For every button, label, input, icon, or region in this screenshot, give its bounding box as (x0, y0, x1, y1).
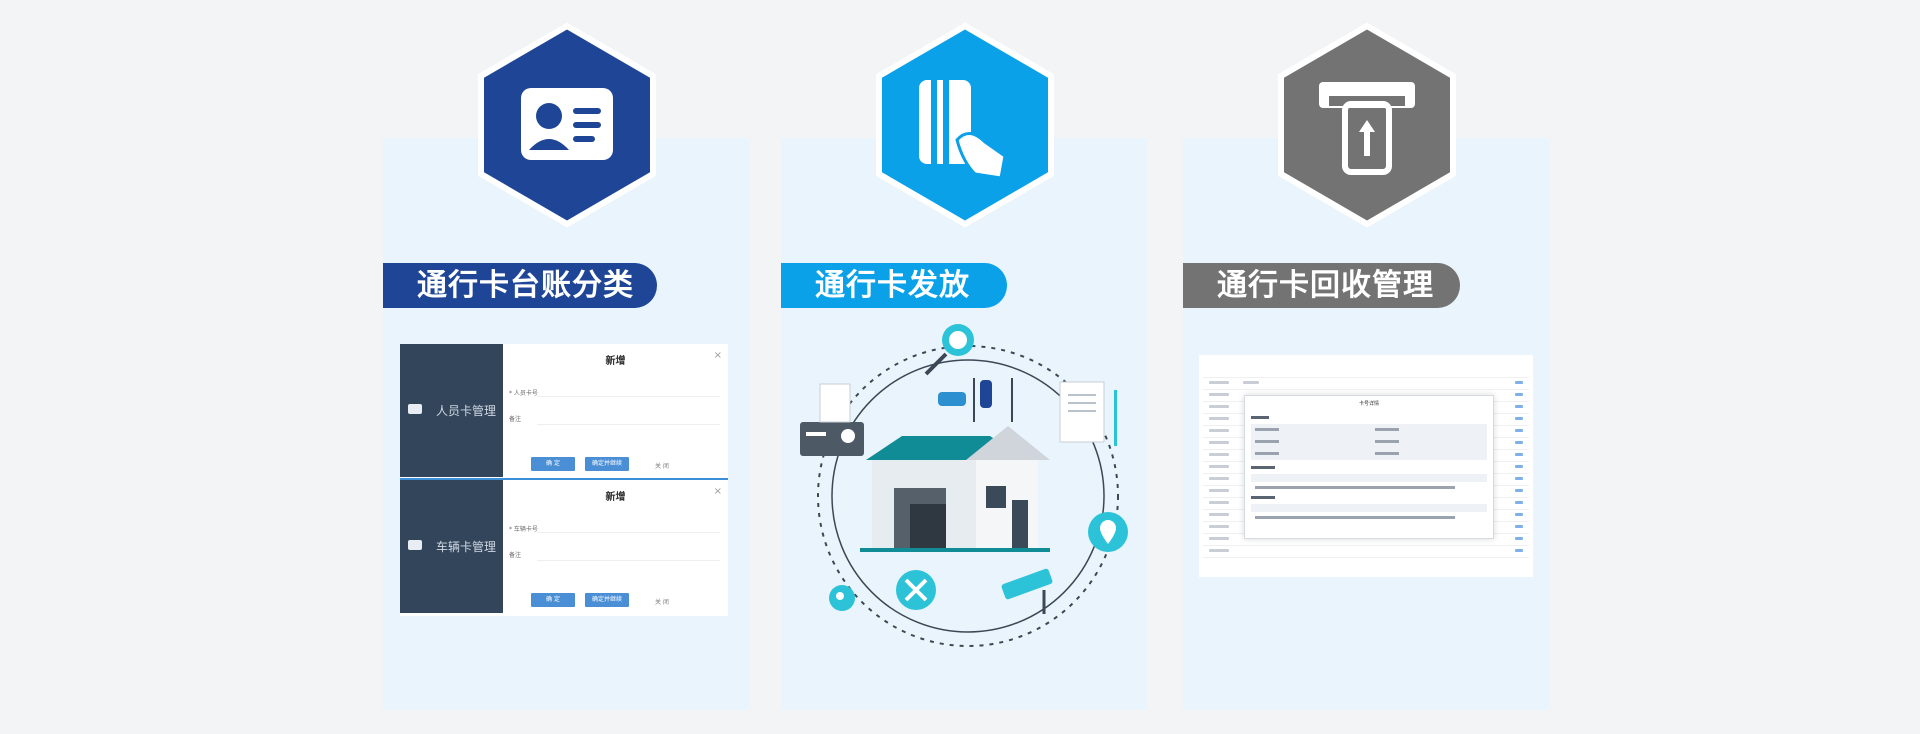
sidebar-menu: 人员卡管理 (400, 344, 503, 477)
car-icon (938, 392, 966, 406)
person-card-icon (408, 404, 422, 414)
location-pin-icon (1088, 512, 1128, 552)
close-button[interactable]: 关 闭 (655, 599, 669, 606)
house-icon (860, 426, 1050, 552)
search-icon (924, 324, 974, 376)
dialog-title: 新增 (605, 492, 626, 503)
form-row-person: 人员卡管理 新增 × * 人员卡号 备注 确 定 确定并继续 关 闭 (400, 344, 728, 477)
close-icon[interactable]: × (713, 350, 722, 361)
field-label: * 车辆卡号 (509, 526, 538, 533)
confirm-button[interactable]: 确 定 (531, 593, 575, 607)
dialog: 新增 × * 人员卡号 备注 确 定 确定并继续 关 闭 (503, 344, 728, 477)
remark-input[interactable] (537, 560, 720, 561)
card-title-issue: 通行卡发放 (781, 263, 1007, 308)
card-number-input[interactable] (537, 532, 720, 533)
sidebar-menu: 车辆卡管理 (400, 480, 503, 613)
remark-input[interactable] (537, 424, 720, 425)
card-title-ledger: 通行卡台账分类 (383, 263, 657, 308)
card-title-recycle: 通行卡回收管理 (1183, 263, 1460, 308)
card-number-input[interactable] (537, 396, 720, 397)
remark-label: 备注 (509, 552, 522, 559)
orbit-circle (817, 345, 1119, 647)
menu-label[interactable]: 人员卡管理 (436, 404, 497, 418)
confirm-continue-button[interactable]: 确定并继续 (585, 457, 629, 471)
camera-icon (1001, 568, 1053, 614)
smart-home-illustration (800, 324, 1128, 647)
detail-modal: 卡号详情 (1244, 395, 1494, 539)
dialog: 新增 × * 车辆卡号 备注 确 定 确定并继续 关 闭 (503, 480, 728, 613)
card-icon (800, 422, 864, 456)
close-icon[interactable]: × (713, 486, 722, 497)
id-card-icon (478, 22, 656, 228)
cancel-icon (896, 570, 936, 610)
table-mock: 卡号详情 (1199, 355, 1533, 577)
confirm-continue-button[interactable]: 确定并继续 (585, 593, 629, 607)
field-label: * 人员卡号 (509, 390, 538, 397)
hand-card-icon (876, 22, 1054, 228)
inner-orbit (831, 359, 1105, 633)
remark-label: 备注 (509, 416, 522, 423)
modal-title: 卡号详情 (1358, 401, 1379, 407)
form-row-vehicle: 车辆卡管理 新增 × * 车辆卡号 备注 确 定 确定并继续 关 闭 (400, 480, 728, 613)
person-icon (973, 378, 1013, 422)
dialog-title: 新增 (605, 356, 626, 367)
vehicle-card-icon (408, 540, 422, 550)
key-icon (829, 585, 855, 611)
confirm-button[interactable]: 确 定 (531, 457, 575, 471)
card-insert-icon (1278, 22, 1456, 228)
menu-label[interactable]: 车辆卡管理 (436, 540, 497, 554)
document-icon (819, 381, 1117, 446)
close-button[interactable]: 关 闭 (655, 463, 669, 470)
divider (400, 478, 728, 480)
form-mock: 人员卡管理 新增 × * 人员卡号 备注 确 定 确定并继续 关 闭 车辆卡管理… (400, 344, 728, 616)
